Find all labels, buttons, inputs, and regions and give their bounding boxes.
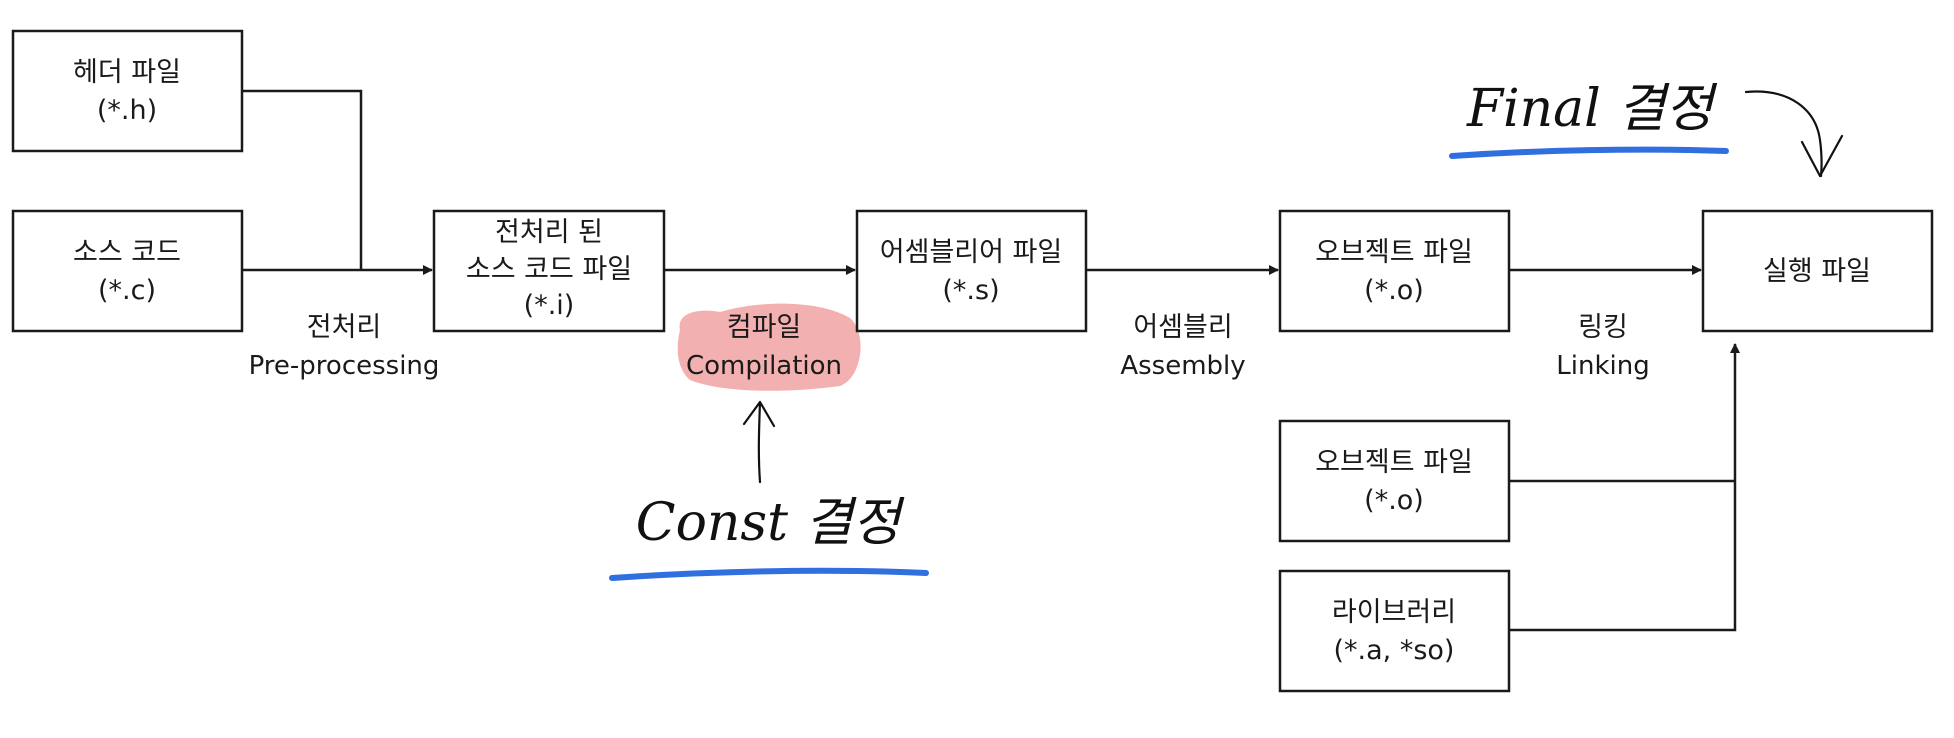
source-code-label: 소스 코드 [73,237,181,268]
final-underline [1449,146,1729,159]
source-code-box: 소스 코드 (*.c) [11,209,244,333]
compilation-stage-ko: 컴파일 [727,312,802,343]
preprocessing-stage-en: Pre-processing [249,351,440,381]
const-underline [609,567,929,581]
object-file-2-label: 오브젝트 파일 [1315,447,1473,478]
preprocessed-ext: (*.i) [524,290,575,321]
library-ext: (*.a, *so) [1334,635,1455,666]
connector-header-to-merge [242,89,363,270]
final-arrow-icon [1744,90,1844,178]
const-annotation: Const 결정 [636,493,906,553]
source-code-ext: (*.c) [98,275,156,306]
object-file-ext: (*.o) [1364,275,1424,306]
linking-stage-ko: 링킹 [1578,312,1628,343]
header-file-label: 헤더 파일 [73,57,181,88]
assembly-file-label: 어셈블리어 파일 [880,237,1062,268]
const-arrow-icon [742,400,776,484]
preprocessing-stage-ko: 전처리 [307,312,382,343]
preprocessed-file-box: 전처리 된 소스 코드 파일 (*.i) [432,209,666,333]
compilation-highlight [677,303,861,391]
library-label: 라이브러리 [1332,597,1456,628]
assembly-stage-ko: 어셈블리 [1133,312,1232,343]
object-file-label: 오브젝트 파일 [1315,237,1473,268]
executable-file-label: 실행 파일 [1763,256,1871,287]
compilation-stage-en: Compilation [686,351,842,381]
assembly-stage-en: Assembly [1120,351,1245,381]
object-file-box: 오브젝트 파일 (*.o) [1278,209,1511,333]
assembly-file-ext: (*.s) [942,275,999,306]
preprocessed-label-1: 전처리 된 [495,217,603,248]
object-file-box-2: 오브젝트 파일 (*.o) [1278,419,1511,543]
header-file-ext: (*.h) [97,95,157,126]
assembly-file-box: 어셈블리어 파일 (*.s) [855,209,1088,333]
executable-file-box: 실행 파일 [1701,209,1934,333]
linking-stage-en: Linking [1556,351,1649,381]
header-file-box: 헤더 파일 (*.h) [11,29,244,153]
library-box: 라이브러리 (*.a, *so) [1278,569,1511,693]
final-annotation: Final 결정 [1466,79,1718,139]
preprocessed-label-2: 소스 코드 파일 [466,254,632,285]
connector-library-to-bus [1509,481,1737,632]
object-file-2-ext: (*.o) [1364,485,1424,516]
